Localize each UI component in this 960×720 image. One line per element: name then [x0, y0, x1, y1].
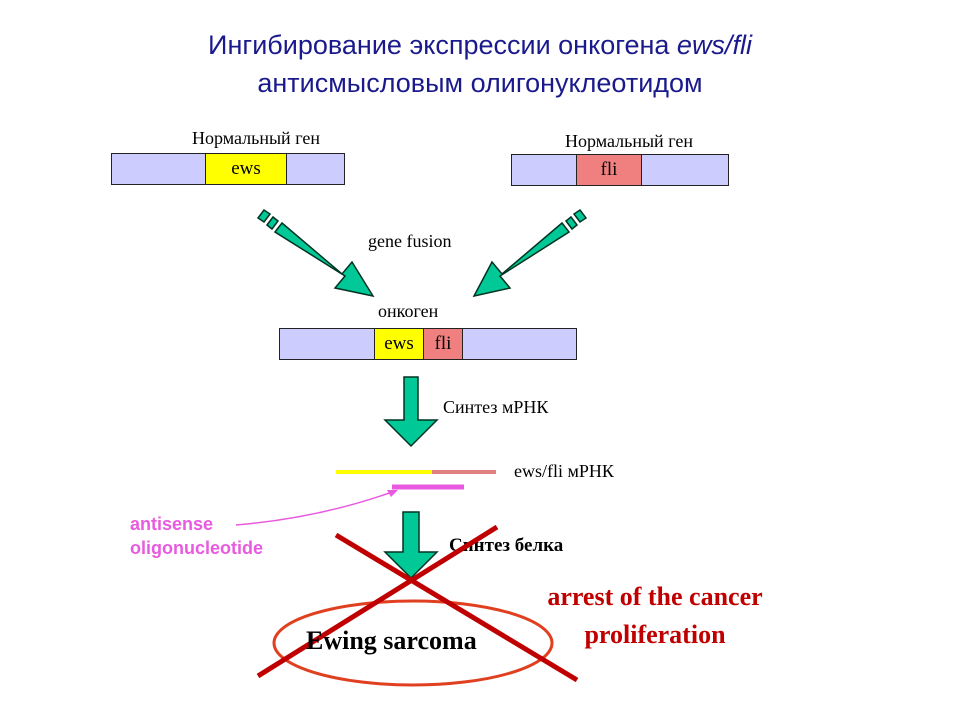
- antisense-pointer-head: [387, 490, 398, 497]
- oncogene-bar: ews fli: [279, 328, 577, 360]
- ewing-sarcoma-ellipse: [272, 599, 554, 687]
- page-title: Ингибирование экспрессии онкогена ews/fl…: [0, 26, 960, 64]
- protein-synthesis-arrow: [383, 511, 439, 580]
- mrna-label: ews/fli мРНК: [514, 461, 614, 481]
- mrna-synthesis-label: Синтез мРНК: [443, 397, 549, 417]
- arrest-line2: proliferation: [584, 620, 726, 649]
- arrest-text: arrest of the cancer proliferation: [515, 578, 795, 654]
- normal-gene-left-label: Нормальный ген: [192, 128, 320, 148]
- oncogene-fli-segment: fli: [423, 328, 463, 360]
- arrest-line1: arrest of the cancer: [547, 582, 763, 611]
- fusion-arrow-right: [472, 208, 588, 298]
- normal-gene-right-label: Нормальный ген: [565, 131, 693, 151]
- oncogene-label: онкоген: [378, 301, 439, 321]
- page-subtitle: антисмысловым олигонуклеотидом: [257, 68, 703, 98]
- gene-fusion-label: gene fusion: [368, 231, 452, 251]
- ewing-sarcoma-label: Ewing sarcoma: [306, 626, 477, 655]
- antisense-pointer: [235, 490, 396, 526]
- normal-gene-left: ews: [111, 153, 345, 185]
- mrna-synthesis-arrow: [383, 376, 439, 448]
- fusion-arrow-left: [256, 208, 375, 298]
- cross-line-1: [334, 532, 579, 683]
- antisense-line2: oligonucleotide: [130, 538, 263, 558]
- cross-line-2: [256, 524, 499, 679]
- oncogene-ews-segment: ews: [374, 328, 424, 360]
- title-italic: ews/fli: [676, 30, 752, 60]
- antisense-line1: antisense: [130, 514, 214, 534]
- normal-gene-right: fli: [511, 154, 729, 186]
- fli-segment-right: fli: [576, 154, 642, 186]
- title-line1: Ингибирование экспрессии онкогена: [208, 30, 677, 60]
- antisense-label: antisense oligonucleotide: [130, 512, 263, 560]
- ews-segment-left: ews: [205, 153, 287, 185]
